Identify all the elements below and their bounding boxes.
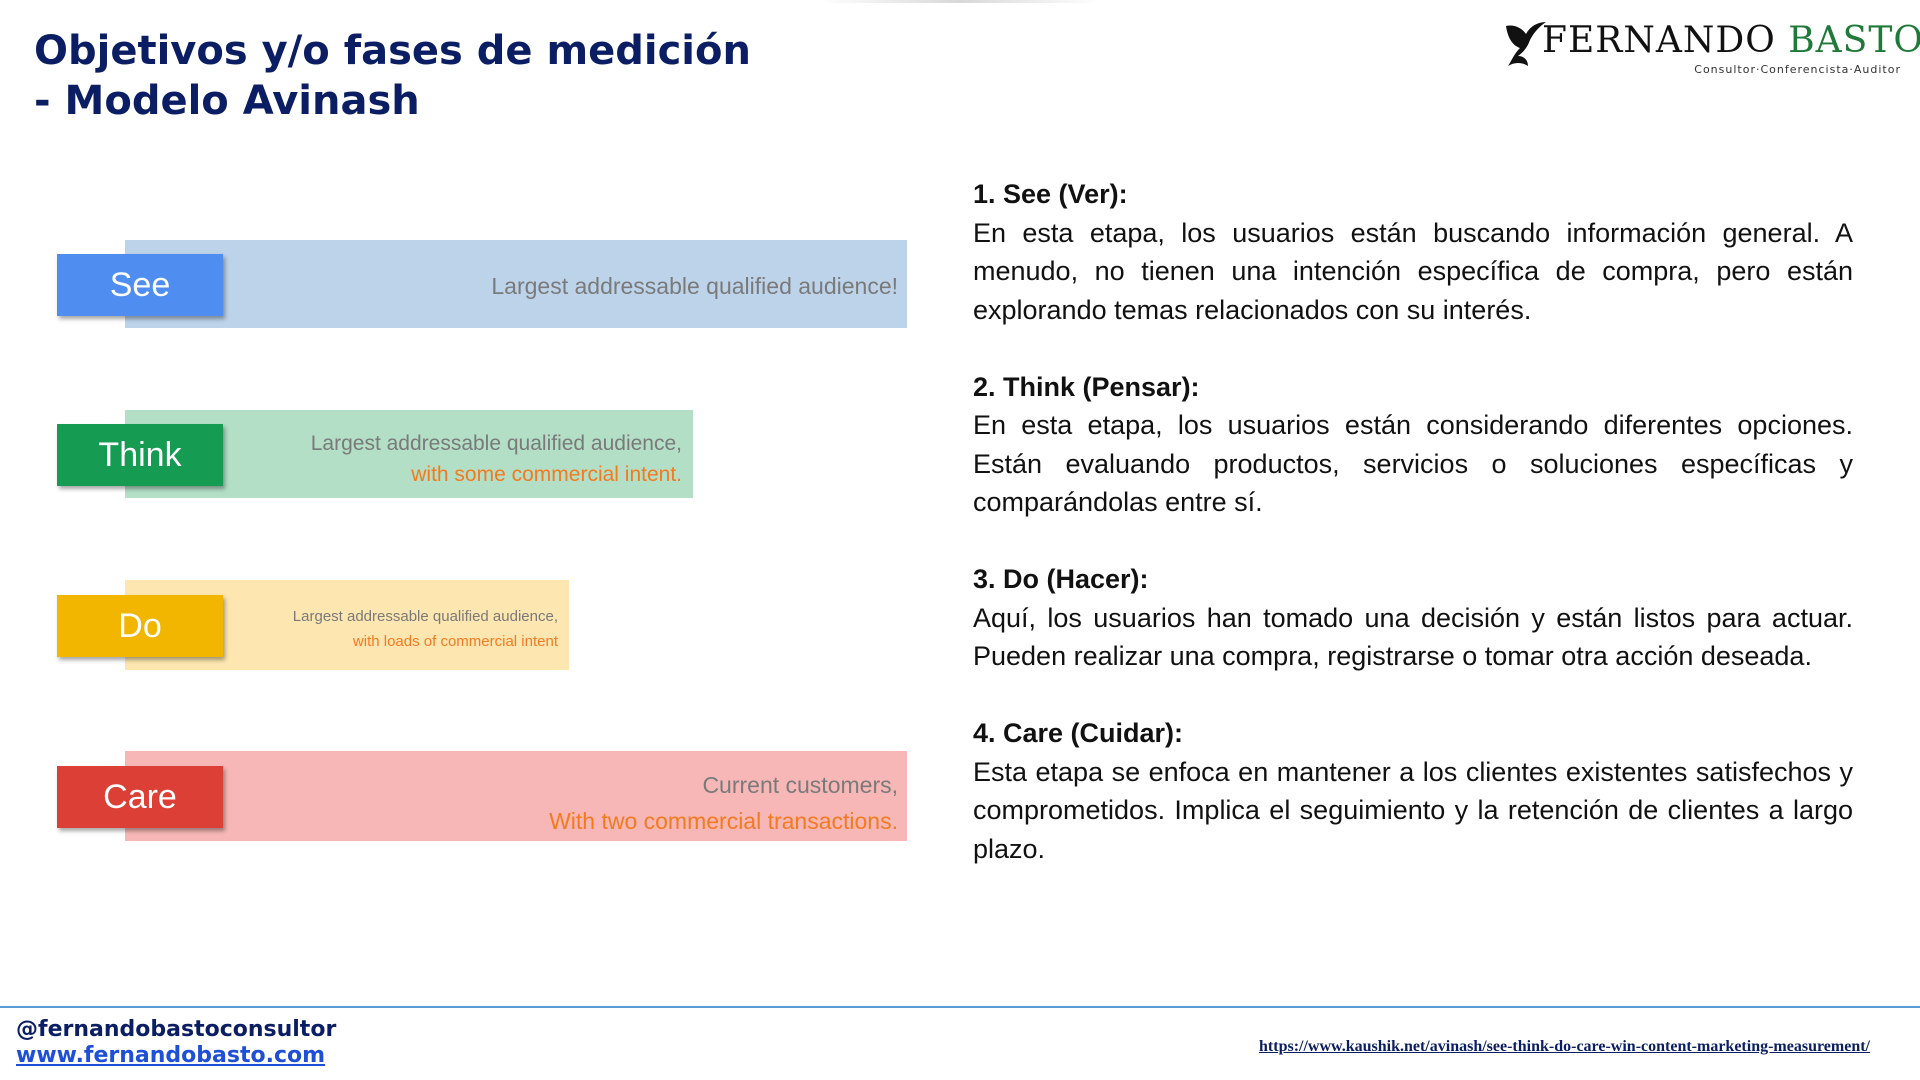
social-handle: @fernandobastoconsultor xyxy=(16,1017,337,1042)
stage-do-label: Do xyxy=(57,595,223,657)
description-do-body: Aquí, los usuarios han tomado una decisi… xyxy=(973,602,1853,672)
stage-see-description: Largest addressable qualified audience! xyxy=(491,273,898,300)
stage-think-text-2: with some commercial intent. xyxy=(411,463,682,486)
stage-see-label: See xyxy=(57,254,223,316)
stage-care-text-2: With two commercial transactions. xyxy=(549,808,898,834)
logo-name-first: FERNANDO xyxy=(1542,20,1776,61)
page-title: Objetivos y/o fases de medición - Modelo… xyxy=(34,26,934,126)
brand-logo: FERNANDO BASTO Consultor·Conferencista·A… xyxy=(1500,16,1920,86)
stage-see-band xyxy=(125,240,907,328)
description-do-heading: 3. Do (Hacer): xyxy=(973,564,1149,594)
description-do: 3. Do (Hacer): Aquí, los usuarios han to… xyxy=(973,560,1853,676)
description-see: 1. See (Ver): En esta etapa, los usuario… xyxy=(973,175,1853,329)
description-see-heading: 1. See (Ver): xyxy=(973,179,1128,209)
stage-do-description: Largest addressable qualified audience, … xyxy=(293,604,558,654)
title-line-2: - Modelo Avinash xyxy=(34,78,420,124)
stage-care-label: Care xyxy=(57,766,223,828)
stage-see: See Largest addressable qualified audien… xyxy=(0,240,910,330)
title-line-1: Objetivos y/o fases de medición xyxy=(34,28,751,74)
stage-care-text-1: Current customers, xyxy=(702,772,898,798)
description-think-body: En esta etapa, los usuarios están consid… xyxy=(973,410,1853,517)
website-link[interactable]: www.fernandobasto.com xyxy=(16,1043,326,1068)
top-divider xyxy=(820,0,1100,3)
description-care: 4. Care (Cuidar): Esta etapa se enfoca e… xyxy=(973,714,1853,868)
description-think-heading: 2. Think (Pensar): xyxy=(973,371,1200,402)
description-think: 2. Think (Pensar): En esta etapa, los us… xyxy=(973,368,1853,522)
stage-think-description: Largest addressable qualified audience, … xyxy=(311,428,682,490)
stage-do: Do Largest addressable qualified audienc… xyxy=(0,580,570,672)
stage-descriptions: 1. See (Ver): En esta etapa, los usuario… xyxy=(973,175,1853,907)
stage-care-band xyxy=(125,751,907,841)
source-link[interactable]: https://www.kaushik.net/avinash/see-thin… xyxy=(1259,1038,1870,1055)
bird-icon xyxy=(1506,22,1546,66)
stage-think: Think Largest addressable qualified audi… xyxy=(0,410,694,500)
footer-divider xyxy=(0,1006,1920,1008)
stage-see-text-1: Largest addressable qualified audience! xyxy=(491,273,898,299)
logo-name-last: BASTO xyxy=(1788,20,1920,61)
stage-do-text-2: with loads of commercial intent xyxy=(352,633,558,650)
stage-care-description: Current customers, With two commercial t… xyxy=(549,767,898,839)
stage-do-text-1: Largest addressable qualified audience, xyxy=(292,608,558,625)
logo-tagline: Consultor·Conferencista·Auditor xyxy=(1694,63,1901,76)
stage-think-text-1: Largest addressable qualified audience, xyxy=(310,432,682,455)
description-see-body: En esta etapa, los usuarios están buscan… xyxy=(973,217,1853,325)
stage-care: Care Current customers, With two commerc… xyxy=(0,751,910,843)
stage-think-label: Think xyxy=(57,424,223,486)
description-care-body: Esta etapa se enfoca en mantener a los c… xyxy=(973,756,1853,864)
description-care-heading: 4. Care (Cuidar): xyxy=(973,718,1184,748)
logo-name: FERNANDO BASTO xyxy=(1542,20,1920,61)
